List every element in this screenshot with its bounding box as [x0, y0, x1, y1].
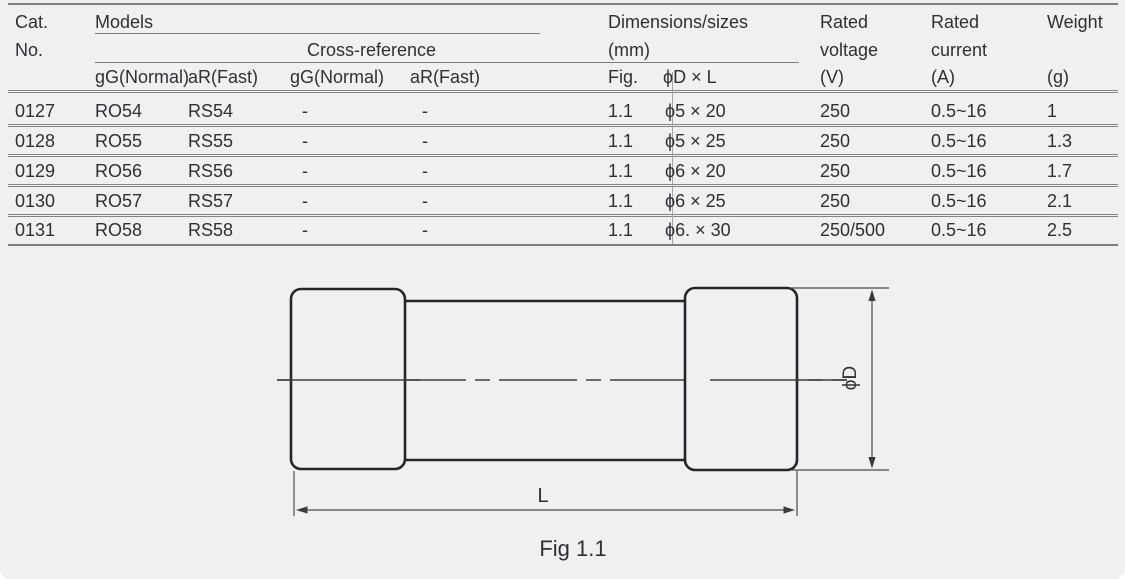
diameter-label: ϕD: [840, 366, 861, 390]
crossref-dimensions-underline: [95, 62, 799, 63]
cell-gg-model: RO58: [95, 220, 143, 240]
cell-cat-no: 0130: [15, 191, 56, 211]
table-row: 0127 RO54 RS54 - - 1.1 ϕ5 × 20 250 0.5~1…: [0, 96, 1125, 126]
group-header-dimensions: Dimensions/sizes: [608, 12, 749, 32]
subheader-d-x-l: ϕD × L: [663, 67, 717, 87]
cell-weight: 1.3: [1047, 131, 1073, 151]
cell-cat-no: 0127: [15, 101, 56, 121]
cell-fig: 1.1: [608, 220, 634, 240]
cell-dxl: ϕ5 × 25: [665, 131, 726, 151]
group-header-cross-reference: Cross-reference: [307, 40, 437, 60]
subheader-ar-fast: aR(Fast): [188, 67, 259, 87]
cell-weight: 1: [1047, 101, 1058, 121]
fuse-right-cap: [683, 286, 799, 472]
header-bottom-separator: [8, 90, 1118, 93]
col-header-rated-current-1: Rated: [931, 12, 980, 32]
cell-cat-no: 0131: [15, 220, 56, 240]
group-header-models: Models: [95, 12, 154, 32]
cell-current: 0.5~16: [931, 220, 987, 240]
cell-xref-ar: -: [422, 220, 428, 240]
cell-dxl: ϕ6 × 20: [665, 161, 726, 181]
col-header-rated-current-2: current: [931, 40, 988, 60]
phi-column-guide-line: [672, 72, 673, 244]
table-bottom-border: [8, 244, 1118, 246]
cell-fig: 1.1: [608, 191, 634, 211]
subheader-xref-ar-fast: aR(Fast): [410, 67, 481, 87]
cell-dxl: ϕ6 × 25: [665, 191, 726, 211]
row-separator: [8, 154, 1118, 157]
cell-xref-ar: -: [422, 161, 428, 181]
cell-xref-gg: -: [302, 191, 308, 211]
col-header-voltage-unit: (V): [820, 67, 844, 87]
cell-ar-model: RS58: [188, 220, 234, 240]
col-header-cat: Cat.: [15, 12, 49, 32]
arrow-up-icon: [868, 289, 876, 301]
row-separator: [8, 124, 1118, 127]
cell-dxl: ϕ5 × 20: [665, 101, 726, 121]
cell-xref-gg: -: [302, 220, 308, 240]
cell-gg-model: RO55: [95, 131, 143, 151]
cell-ar-model: RS57: [188, 191, 234, 211]
cell-xref-gg: -: [302, 101, 308, 121]
group-header-dimensions-unit: (mm): [608, 40, 650, 60]
table-row: 0131 RO58 RS58 - - 1.1 ϕ6. × 30 250/500 …: [0, 215, 1125, 245]
table-top-border: [8, 3, 1118, 5]
cell-weight: 2.5: [1047, 220, 1073, 240]
cell-current: 0.5~16: [931, 191, 987, 211]
cell-dxl: ϕ6. × 30: [665, 220, 731, 240]
cell-fig: 1.1: [608, 161, 634, 181]
subheader-gg-normal: gG(Normal): [95, 67, 190, 87]
cell-voltage: 250: [820, 101, 851, 121]
cell-voltage: 250: [820, 191, 851, 211]
cell-current: 0.5~16: [931, 131, 987, 151]
table-row: 0130 RO57 RS57 - - 1.1 ϕ6 × 25 250 0.5~1…: [0, 186, 1125, 216]
row-separator: [8, 214, 1118, 217]
cell-fig: 1.1: [608, 131, 634, 151]
row-separator: [8, 184, 1118, 187]
subheader-xref-gg-normal: gG(Normal): [290, 67, 385, 87]
cell-xref-ar: -: [422, 191, 428, 211]
figure-caption: Fig 1.1: [539, 536, 606, 561]
models-group-underline: [95, 33, 540, 34]
col-header-current-unit: (A): [931, 67, 955, 87]
col-header-rated-voltage-2: voltage: [820, 40, 879, 60]
cell-xref-gg: -: [302, 161, 308, 181]
cell-ar-model: RS54: [188, 101, 234, 121]
col-header-no: No.: [15, 40, 44, 60]
subheader-fig: Fig.: [608, 67, 639, 87]
cell-weight: 2.1: [1047, 191, 1073, 211]
cell-current: 0.5~16: [931, 101, 987, 121]
arrow-right-icon: [783, 506, 795, 514]
cell-xref-ar: -: [422, 101, 428, 121]
arrow-down-icon: [868, 457, 876, 469]
cell-fig: 1.1: [608, 101, 634, 121]
cell-ar-model: RS56: [188, 161, 234, 181]
col-header-rated-voltage-1: Rated: [820, 12, 869, 32]
length-label: L: [537, 485, 548, 507]
cell-weight: 1.7: [1047, 161, 1073, 181]
table-row: 0128 RO55 RS55 - - 1.1 ϕ5 × 25 250 0.5~1…: [0, 126, 1125, 156]
col-header-weight-unit: (g): [1047, 67, 1069, 87]
cell-xref-gg: -: [302, 131, 308, 151]
cell-gg-model: RO56: [95, 161, 143, 181]
cell-cat-no: 0128: [15, 131, 56, 151]
cell-gg-model: RO57: [95, 191, 143, 211]
cell-ar-model: RS55: [188, 131, 234, 151]
cell-voltage: 250/500: [820, 220, 886, 240]
cell-gg-model: RO54: [95, 101, 143, 121]
arrow-left-icon: [296, 506, 308, 514]
cell-voltage: 250: [820, 131, 851, 151]
cell-cat-no: 0129: [15, 161, 56, 181]
cell-xref-ar: -: [422, 131, 428, 151]
cell-current: 0.5~16: [931, 161, 987, 181]
fuse-left-cap: [289, 287, 407, 471]
cell-voltage: 250: [820, 161, 851, 181]
col-header-weight: Weight: [1047, 12, 1103, 32]
table-row: 0129 RO56 RS56 - - 1.1 ϕ6 × 20 250 0.5~1…: [0, 156, 1125, 186]
